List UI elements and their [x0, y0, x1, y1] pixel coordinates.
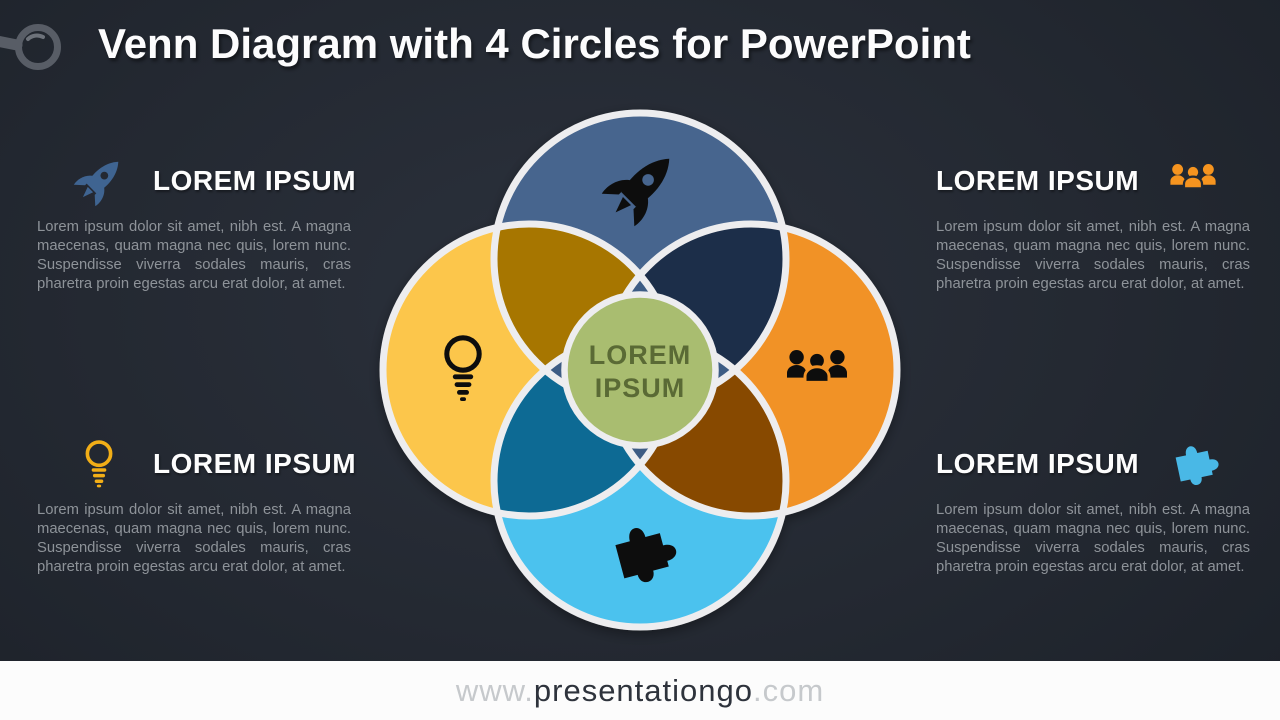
center-label-line1: LOREM: [589, 340, 692, 370]
block-body: Lorem ipsum dolor sit amet, nibh est. A …: [936, 219, 1250, 293]
puzzle-icon: [1174, 441, 1223, 489]
block-heading: LOREM IPSUM: [936, 448, 1140, 479]
info-block-bottom-left: LOREM IPSUM Lorem ipsum dolor sit amet, …: [37, 433, 356, 577]
magnifier-icon: [0, 24, 61, 70]
block-body: Lorem ipsum dolor sit amet, nibh est. A …: [37, 219, 351, 293]
lightbulb-icon: [85, 440, 113, 490]
footer-domain: presentationgo: [533, 672, 753, 708]
info-block-top-right: LOREM IPSUM Lorem ipsum dolor sit amet, …: [936, 150, 1250, 294]
footer-www: www.: [455, 672, 534, 708]
block-heading: LOREM IPSUM: [936, 165, 1140, 196]
center-circle: [561, 291, 719, 449]
info-block-top-left: LOREM IPSUM Lorem ipsum dolor sit amet, …: [37, 150, 356, 294]
block-body: Lorem ipsum dolor sit amet, nibh est. A …: [37, 502, 351, 576]
page-title: Venn Diagram with 4 Circles for PowerPoi…: [98, 20, 971, 67]
users-icon: [785, 348, 849, 384]
rocket-icon: [71, 150, 129, 209]
users-icon: [1169, 162, 1217, 190]
block-heading: LOREM IPSUM: [153, 448, 357, 479]
footer-com: .com: [753, 672, 825, 708]
rocket-icon: [598, 141, 687, 230]
info-block-bottom-right: LOREM IPSUM Lorem ipsum dolor sit amet, …: [936, 433, 1250, 577]
center-label-line2: IPSUM: [595, 373, 686, 403]
footer-bar: www.presentationgo.com: [0, 661, 1280, 720]
block-body: Lorem ipsum dolor sit amet, nibh est. A …: [936, 502, 1250, 576]
block-heading: LOREM IPSUM: [153, 165, 357, 196]
